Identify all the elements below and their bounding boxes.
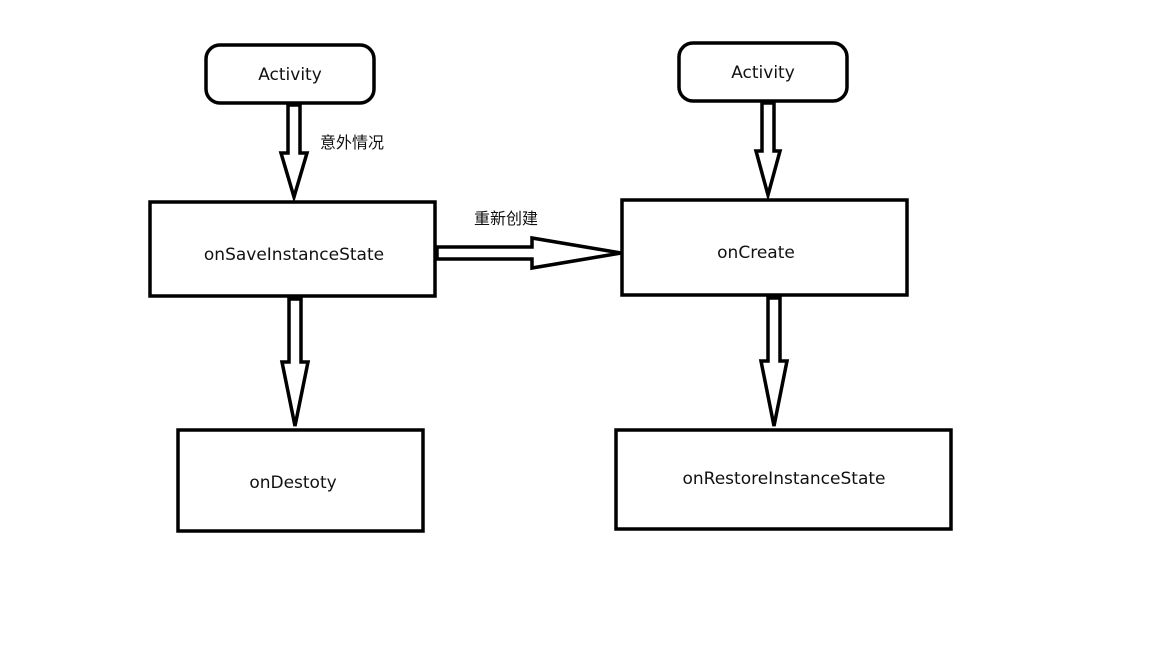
arrow-activity-to-oncreate (753, 101, 783, 202)
arrow-activity-to-onsave (278, 103, 310, 204)
edge-label-recreate: 重新创建 (474, 209, 538, 228)
node-on-create-label: onCreate (717, 243, 795, 263)
node-on-destoty-label: onDestoty (249, 473, 336, 493)
arrow-onsave-to-ondestoty (279, 297, 311, 427)
arrow-oncreate-to-onrestore (758, 296, 790, 427)
node-activity-left: Activity (204, 43, 376, 105)
node-on-destoty: onDestoty (176, 428, 425, 533)
node-on-restore-instance-state-label: onRestoreInstanceState (683, 469, 886, 489)
edge-label-unexpected-case: 意外情况 (320, 133, 384, 152)
node-activity-right-label: Activity (731, 63, 795, 83)
node-on-create: onCreate (620, 198, 909, 297)
node-activity-left-label: Activity (258, 65, 322, 85)
arrow-onsave-to-oncreate (435, 235, 622, 271)
node-on-restore-instance-state: onRestoreInstanceState (614, 428, 953, 531)
node-on-save-instance-state-label: onSaveInstanceState (204, 245, 384, 265)
node-activity-right: Activity (677, 41, 849, 103)
node-on-save-instance-state: onSaveInstanceState (148, 200, 437, 298)
